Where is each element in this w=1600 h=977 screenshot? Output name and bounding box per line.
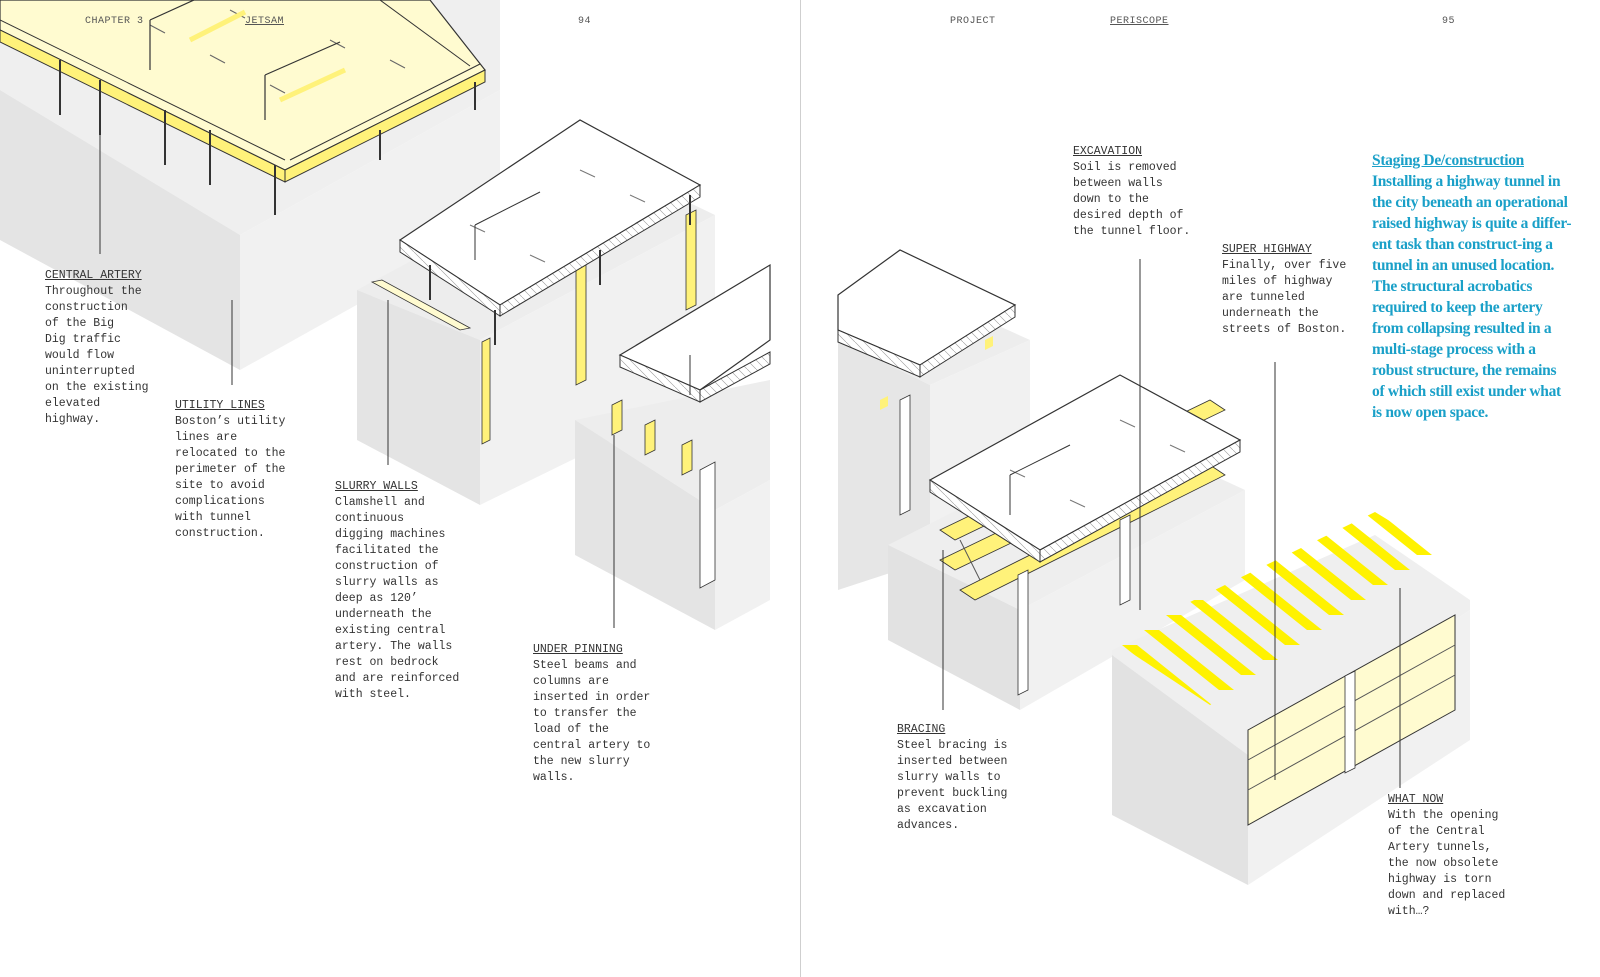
note-body: Boston’s utility lines are relocated to … (175, 415, 286, 540)
note-under-pinning: UNDER PINNING Steel beams and columns ar… (533, 642, 650, 786)
stage-underpinning (575, 263, 771, 630)
note-excavation: EXCAVATION Soil is removed between walls… (1073, 144, 1190, 240)
note-utility-lines: UTILITY LINES Boston’s utility lines are… (175, 398, 285, 542)
page-number-left: 94 (578, 16, 592, 27)
note-title: UNDER PINNING (533, 643, 623, 656)
project-label: PROJECT (950, 16, 996, 27)
section-label-right: PERISCOPE (1110, 16, 1169, 27)
note-body: Soil is removed between walls down to th… (1073, 161, 1191, 238)
note-title: SLURRY WALLS (335, 480, 418, 493)
book-spine (800, 0, 801, 977)
leader-lines-left (99, 110, 615, 628)
note-title: WHAT NOW (1388, 793, 1444, 806)
feature-title: Staging De/construction (1372, 152, 1524, 169)
note-body: Finally, over five miles of highway are … (1222, 259, 1347, 336)
stage-slurry-walls (357, 119, 715, 505)
leader-lines-right (942, 259, 1401, 788)
note-title: BRACING (897, 723, 946, 736)
page-number-right: 95 (1442, 16, 1456, 27)
note-body: With the opening of the Central Artery t… (1388, 809, 1506, 918)
note-body: Throughout the construction of the Big D… (45, 285, 149, 426)
note-title: EXCAVATION (1073, 145, 1143, 158)
stage-left-highway (837, 249, 1030, 590)
stage-super-highway (1112, 512, 1470, 885)
note-bracing: BRACING Steel bracing is inserted betwee… (897, 722, 1007, 834)
note-title: CENTRAL ARTERY (45, 269, 142, 282)
note-body: Steel beams and columns are inserted in … (533, 659, 651, 784)
note-slurry-walls: SLURRY WALLS Clamshell and continuous di… (335, 479, 459, 703)
note-title: SUPER HIGHWAY (1222, 243, 1312, 256)
stage-excavation (888, 374, 1245, 710)
note-title: UTILITY LINES (175, 399, 265, 412)
note-body: Clamshell and continuous digging machine… (335, 496, 460, 701)
note-body: Steel bracing is inserted between slurry… (897, 739, 1008, 832)
chapter-label: CHAPTER 3 (85, 16, 144, 27)
stage-central-artery (0, 0, 500, 370)
section-label: JETSAM (245, 16, 285, 27)
yellow-stripes (1112, 512, 1470, 705)
note-super-highway: SUPER HIGHWAY Finally, over five miles o… (1222, 242, 1346, 338)
note-what-now: WHAT NOW With the opening of the Central… (1388, 792, 1505, 920)
note-central-artery: CENTRAL ARTERY Throughout the constructi… (45, 268, 149, 428)
feature-body: Installing a highway tunnel in the city … (1372, 173, 1572, 421)
feature-text: Staging De/construction Installing a hig… (1372, 150, 1572, 423)
